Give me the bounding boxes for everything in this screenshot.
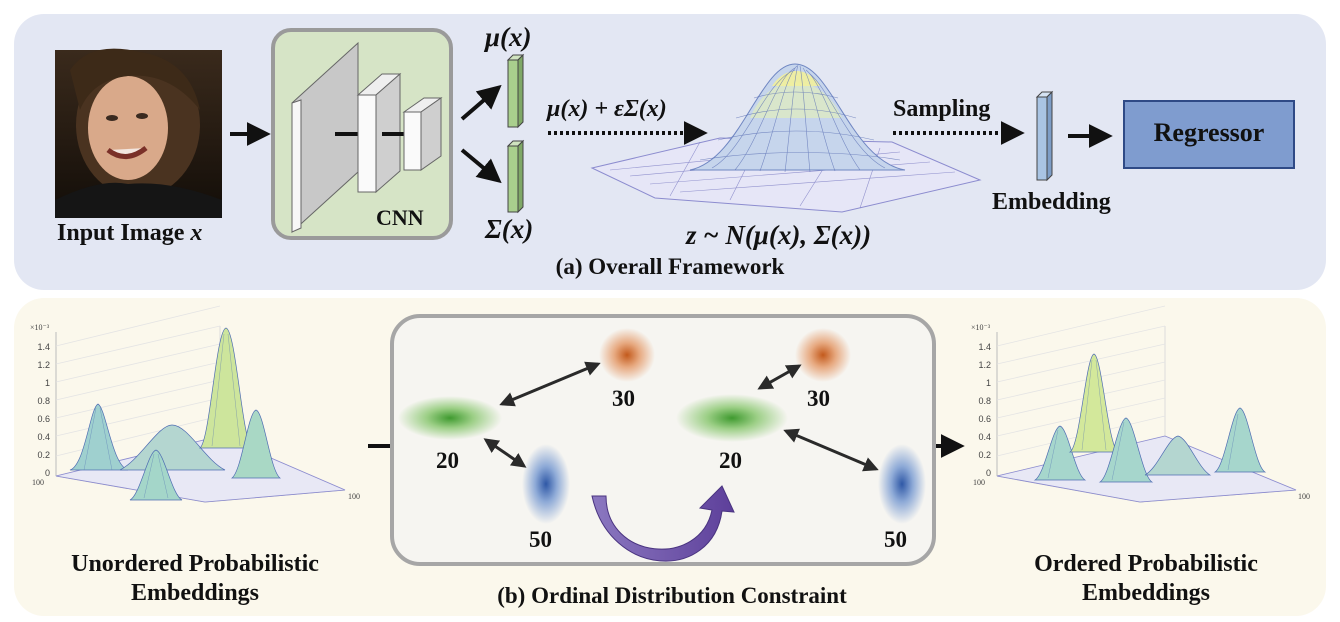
- dist-30-before: [599, 328, 655, 382]
- arrow-20-30-after: [757, 364, 802, 390]
- regressor-label: Regressor: [1153, 118, 1265, 147]
- right-plot-scale: ×10⁻³: [971, 323, 991, 332]
- left-plot-xtick: 100: [348, 492, 360, 501]
- mu-label: μ(x): [485, 22, 532, 52]
- dist-20-before: [398, 396, 502, 440]
- cnn-block: [271, 28, 453, 240]
- arrow-20-30-before: [499, 361, 601, 407]
- transform-curved-arrow: [591, 485, 735, 562]
- arrow-20-50-before: [483, 438, 527, 468]
- age-20-before: 20: [436, 448, 459, 473]
- distribution-label: z ~ N(μ(x), Σ(x)): [686, 220, 872, 250]
- age-50-before: 50: [529, 527, 552, 552]
- input-face-image: [55, 48, 222, 218]
- to-sigma-arrow: [460, 148, 502, 184]
- reparam-label: μ(x) + εΣ(x): [547, 96, 667, 122]
- constraint-box: [390, 314, 936, 566]
- dist-50-after: [878, 444, 926, 524]
- input-image-label: Input Image x: [57, 220, 203, 246]
- ordered-embedding-plot: [996, 305, 1297, 503]
- left-plot-ytick: 100: [32, 478, 44, 487]
- embedding-label: Embedding: [992, 189, 1111, 215]
- dist-30-after: [795, 328, 851, 382]
- dist-20-after: [676, 394, 788, 442]
- cnn-label: CNN: [376, 205, 424, 230]
- sigma-label: Σ(x): [485, 214, 534, 244]
- sampling-label: Sampling: [893, 96, 991, 122]
- age-50-after: 50: [884, 527, 907, 552]
- right-plot-ytick: 100: [973, 478, 985, 487]
- gaussian-surface: [590, 63, 982, 213]
- regressor-box: [1123, 100, 1295, 169]
- sigma-vector: [506, 139, 525, 214]
- to-mu-arrow: [460, 84, 502, 121]
- left-plot-scale: ×10⁻³: [30, 323, 50, 332]
- caption-b: (b) Ordinal Distribution Constraint: [497, 583, 847, 608]
- unordered-embedding-plot: [55, 305, 346, 503]
- dist-50-before: [522, 444, 570, 524]
- age-20-after: 20: [719, 448, 742, 473]
- caption-a: (a) Overall Framework: [555, 254, 785, 279]
- embedding-vector: [1035, 90, 1054, 182]
- age-30-before: 30: [612, 386, 635, 411]
- mu-vector: [506, 53, 525, 129]
- age-30-after: 30: [807, 386, 830, 411]
- right-plot-xtick: 100: [1298, 492, 1310, 501]
- arrow-20-50-after: [783, 428, 879, 472]
